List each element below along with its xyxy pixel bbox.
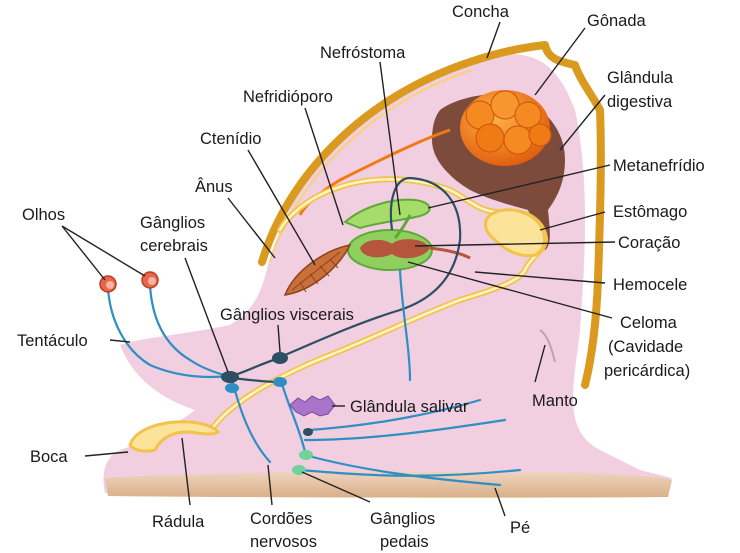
visceral-ganglion-lower [273,377,287,387]
label-celoma-line3: pericárdica) [604,362,690,380]
shell [258,41,605,389]
label-glandula-digestiva-line1: Glândula [607,69,674,87]
label-ganglios-pedais-line1: Gânglios [370,510,435,528]
leader-lines [61,21,616,517]
label-estomago: Estômago [613,203,687,221]
visceral-ganglion [272,352,288,364]
cerebral-ganglion [221,371,239,383]
label-nefridioporo: Nefridióporo [243,88,333,106]
foot [105,471,672,498]
label-cordoes-nervosos-line1: Cordões [250,510,312,528]
digestive-tract-lumen [147,178,547,442]
buccal-ganglion [303,428,313,436]
cerebral-ganglion-lower [225,383,239,393]
ctenidium [283,243,352,296]
nervous-system [106,176,522,487]
heart [360,239,430,259]
label-ganglios-cerebrais-line1: Gânglios [140,214,205,232]
label-ganglios-viscerais: Gânglios viscerais [220,306,354,324]
label-tentaculo: Tentáculo [17,332,88,350]
label-pe: Pé [510,519,530,537]
gonad [460,90,552,166]
label-glandula-salivar: Glândula salivar [350,398,469,416]
label-coracao: Coração [618,234,680,252]
label-hemocele: Hemocele [613,276,687,294]
label-celoma-line2: (Cavidade [608,338,683,356]
label-cordoes-nervosos-line2: nervosos [250,533,317,551]
salivary-gland [289,395,336,417]
label-ctenidio: Ctenídio [200,130,261,148]
nephrostome [393,214,412,239]
label-metanefridio: Metanefrídio [613,157,705,175]
label-ganglios-pedais-line2: pedais [380,533,429,551]
aorta [429,246,471,260]
label-nefrostoma: Nefróstoma [320,44,406,62]
label-radula: Rádula [152,513,205,531]
label-anus: Ânus [195,177,233,196]
label-ganglios-cerebrais-line2: cerebrais [140,237,208,255]
mantle-fold [539,329,556,363]
mouth-buccal-cavity [128,420,221,453]
label-boca: Boca [30,448,68,466]
eye-left [99,275,117,293]
label-celoma-line1: Celoma [620,314,678,332]
label-glandula-digestiva-line2: digestiva [607,93,673,111]
label-gonada: Gônada [587,12,647,30]
eye-right [141,271,159,289]
label-olhos: Olhos [22,206,65,224]
label-manto: Manto [532,392,578,410]
label-concha: Concha [452,3,510,21]
pedal-ganglion-upper [299,450,313,460]
